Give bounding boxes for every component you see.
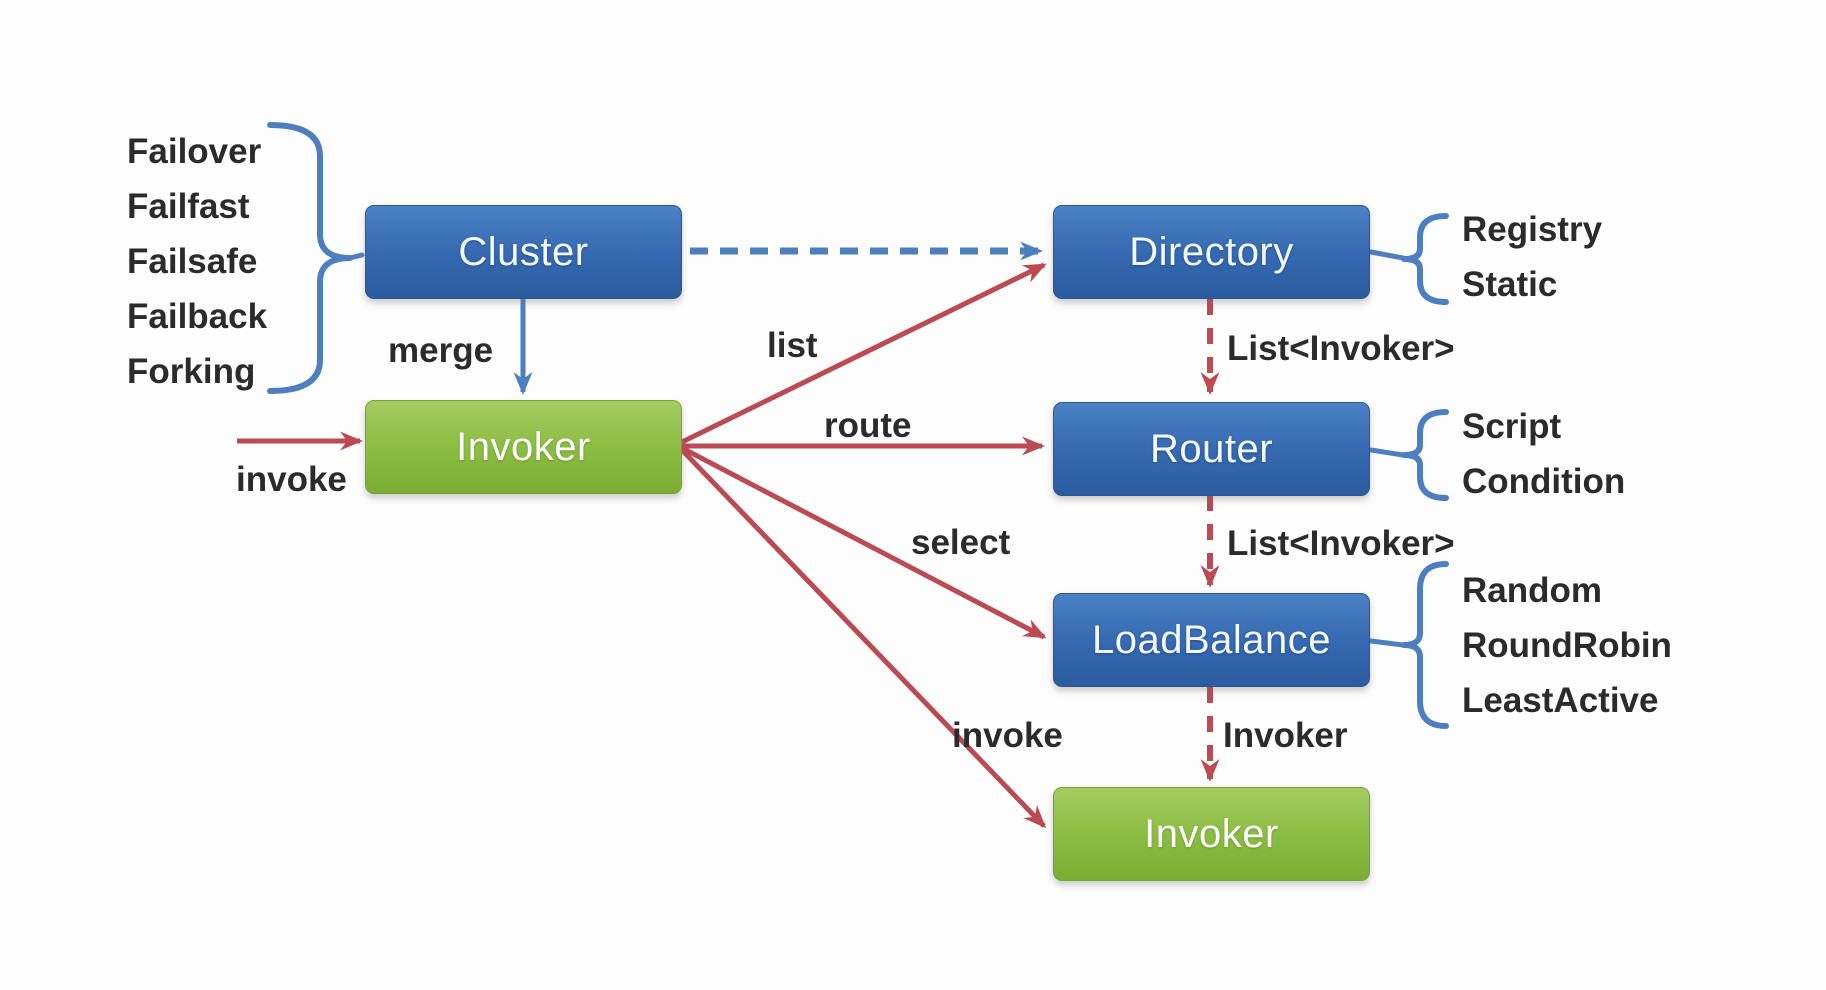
arrow-invoke-out <box>680 448 1047 829</box>
directory-box-label: Directory <box>1129 229 1294 274</box>
router-type-list: Script Condition <box>1462 399 1625 509</box>
edge-label-list: list <box>767 326 818 365</box>
cluster-strategy-item: Failsafe <box>127 242 258 281</box>
loadbalance-type-item: Random <box>1462 571 1602 610</box>
loadbalance-type-item: RoundRobin <box>1462 626 1672 665</box>
loadbalance-brace-connector <box>1368 638 1406 648</box>
invoker-box-label: Invoker <box>456 424 591 469</box>
directory-type-list: Registry Static <box>1462 202 1602 312</box>
router-types-brace-icon <box>1401 409 1449 501</box>
loadbalance-type-item: LeastActive <box>1462 681 1659 720</box>
result-invoker-box: Invoker <box>1053 787 1370 881</box>
loadbalance-types-brace-icon <box>1401 561 1449 729</box>
directory-types-brace-icon <box>1401 213 1449 305</box>
cluster-strategy-item: Forking <box>127 352 256 391</box>
cluster-strategy-item: Failfast <box>127 187 250 226</box>
router-type-item: Condition <box>1462 462 1626 501</box>
router-brace-connector <box>1368 447 1406 458</box>
cluster-strategy-item: Failover <box>127 132 262 171</box>
loadbalance-box: LoadBalance <box>1053 593 1370 687</box>
cluster-box: Cluster <box>365 205 682 299</box>
cluster-strategy-list: Failover Failfast Failsafe Failback Fork… <box>127 124 267 399</box>
router-box-label: Router <box>1149 426 1274 471</box>
edge-label-loadbalance-out: Invoker <box>1223 716 1348 755</box>
invoker-box: Invoker <box>365 400 682 494</box>
edge-label-route: route <box>824 406 912 445</box>
edge-label-invoke-in: invoke <box>236 460 347 499</box>
directory-box: Directory <box>1053 205 1370 299</box>
directory-type-item: Registry <box>1462 210 1603 249</box>
cluster-box-label: Cluster <box>458 229 589 274</box>
router-box: Router <box>1053 402 1370 496</box>
result-invoker-box-label: Invoker <box>1144 811 1279 856</box>
cluster-strategy-item: Failback <box>127 297 268 336</box>
edge-label-select: select <box>911 523 1011 562</box>
directory-brace-connector <box>1368 249 1406 261</box>
cluster-brace-connector <box>347 252 365 261</box>
directory-type-item: Static <box>1462 265 1558 304</box>
loadbalance-type-list: Random RoundRobin LeastActive <box>1462 563 1672 728</box>
edge-label-invoke-out: invoke <box>952 716 1063 755</box>
loadbalance-box-label: LoadBalance <box>1091 617 1332 662</box>
router-type-item: Script <box>1462 407 1562 446</box>
cluster-strategies-brace-icon <box>267 122 353 394</box>
edge-label-router-out: List<Invoker> <box>1227 524 1455 563</box>
edge-label-directory-out: List<Invoker> <box>1227 329 1455 368</box>
edge-label-merge: merge <box>388 331 494 370</box>
